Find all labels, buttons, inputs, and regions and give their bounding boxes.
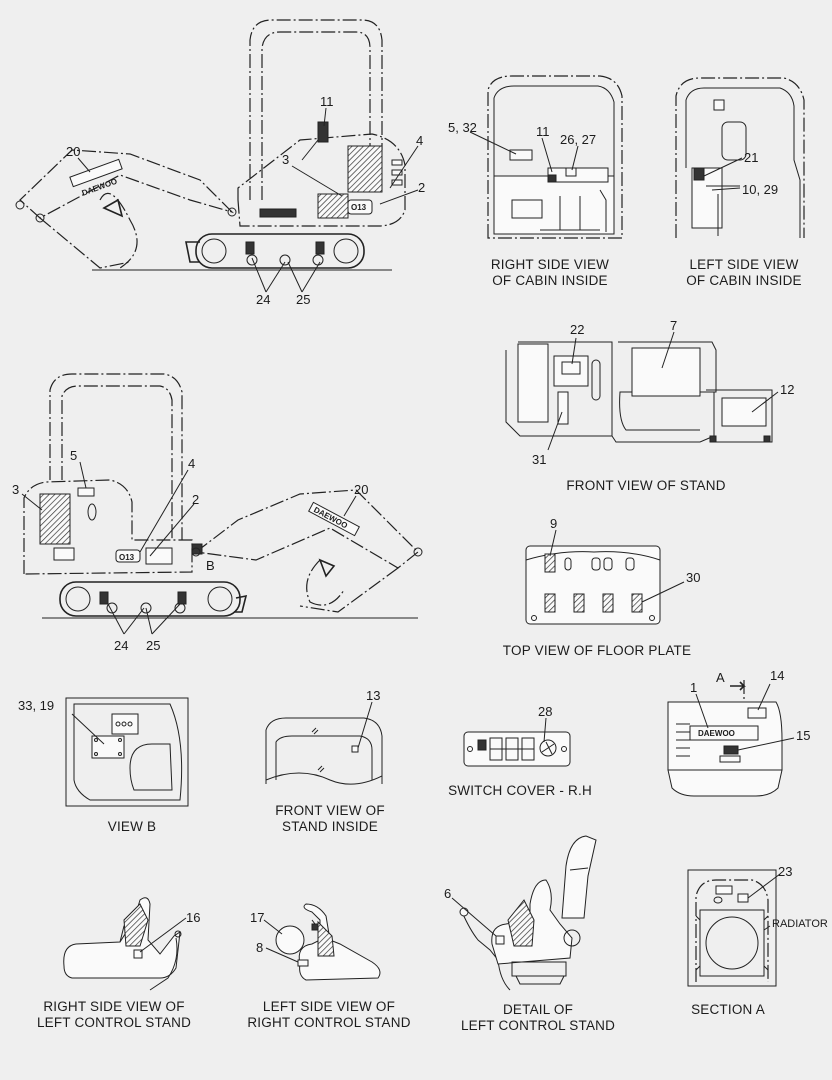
right-control-stand-left-side [275, 903, 381, 981]
callout-15: 15 [796, 728, 810, 743]
callout-30: 30 [686, 570, 700, 585]
callout-1: 1 [690, 680, 697, 695]
callout-26-27: 26, 27 [560, 132, 596, 147]
stand-inside-front-view [265, 717, 383, 785]
left-control-stand-detail [459, 835, 597, 991]
leaders-rear [695, 683, 795, 751]
leaders-left [21, 461, 357, 635]
model-decal-top: O13 [351, 203, 367, 212]
callout-a: A [716, 670, 725, 685]
callout-5-32: 5, 32 [448, 120, 477, 135]
left-control-stand-right-side [63, 897, 182, 991]
callout-9: 9 [550, 516, 557, 531]
callout-2-top: 2 [418, 180, 425, 195]
leaders-section [747, 873, 781, 931]
leader-13 [357, 701, 373, 749]
callout-11-top: 11 [320, 94, 334, 109]
model-decal-left: O13 [119, 553, 135, 562]
view-b-detail [65, 697, 189, 807]
stand-front-view [505, 341, 773, 443]
callout-11-cabin: 11 [536, 124, 550, 139]
callout-24-left: 24 [114, 638, 128, 653]
callout-16: 16 [186, 910, 200, 925]
callout-31: 31 [532, 452, 546, 467]
callout-6: 6 [444, 886, 451, 901]
callout-13: 13 [366, 688, 380, 703]
callout-5-left: 5 [70, 448, 77, 463]
callout-25-top: 25 [296, 292, 310, 307]
callout-25-left: 25 [146, 638, 160, 653]
leaders-seat-l [263, 919, 299, 963]
callout-24-top: 24 [256, 292, 270, 307]
callout-3-left: 3 [12, 482, 19, 497]
rear-cover-view: DAEWOO [667, 680, 783, 797]
cabin-right-view [487, 75, 623, 239]
caption-view-b: VIEW B [107, 819, 157, 834]
callout-28: 28 [538, 704, 552, 719]
callout-12: 12 [780, 382, 794, 397]
leader-16 [139, 917, 187, 953]
callout-20-left: 20 [354, 482, 368, 497]
switch-cover-rh [463, 731, 571, 767]
excavator-right-view: O13 DAEWOO [15, 19, 406, 271]
leader-33-19 [71, 713, 105, 745]
caption-section-a: SECTION A [691, 1002, 765, 1017]
brand-decal-rear: DAEWOO [698, 729, 735, 738]
callout-21: 21 [744, 150, 758, 165]
callout-4-left: 4 [188, 456, 195, 471]
leaders-left-cabin [703, 157, 743, 191]
callout-7: 7 [670, 318, 677, 333]
leaders-stand [547, 331, 779, 451]
callout-8: 8 [256, 940, 263, 955]
callout-22: 22 [570, 322, 584, 337]
section-a-view [687, 869, 777, 987]
floor-plate-top-view [525, 545, 661, 625]
caption-top-view-floor: TOP VIEW OF FLOOR PLATE [502, 643, 692, 658]
caption-front-view-stand: FRONT VIEW OF STAND [566, 478, 726, 493]
leaders-floor [549, 529, 685, 603]
brand-decal-left: DAEWOO [312, 505, 349, 530]
callout-17: 17 [250, 910, 264, 925]
callout-10-29: 10, 29 [742, 182, 778, 197]
callout-radiator: RADIATOR [772, 918, 828, 930]
callout-33-19: 33, 19 [18, 698, 54, 713]
callout-3-top: 3 [282, 152, 289, 167]
cabin-left-view [675, 77, 805, 238]
callout-b-left: B [206, 558, 215, 573]
callout-2-left: 2 [192, 492, 199, 507]
leaders-top [77, 107, 419, 293]
callout-23: 23 [778, 864, 792, 879]
callout-20-top: 20 [66, 144, 80, 159]
callout-4-top: 4 [416, 133, 423, 148]
caption-switch-cover: SWITCH COVER - R.H [448, 783, 592, 798]
leader-6 [451, 897, 497, 937]
leader-28 [543, 717, 547, 743]
callout-14: 14 [770, 668, 784, 683]
leaders-right-cabin [469, 131, 579, 173]
